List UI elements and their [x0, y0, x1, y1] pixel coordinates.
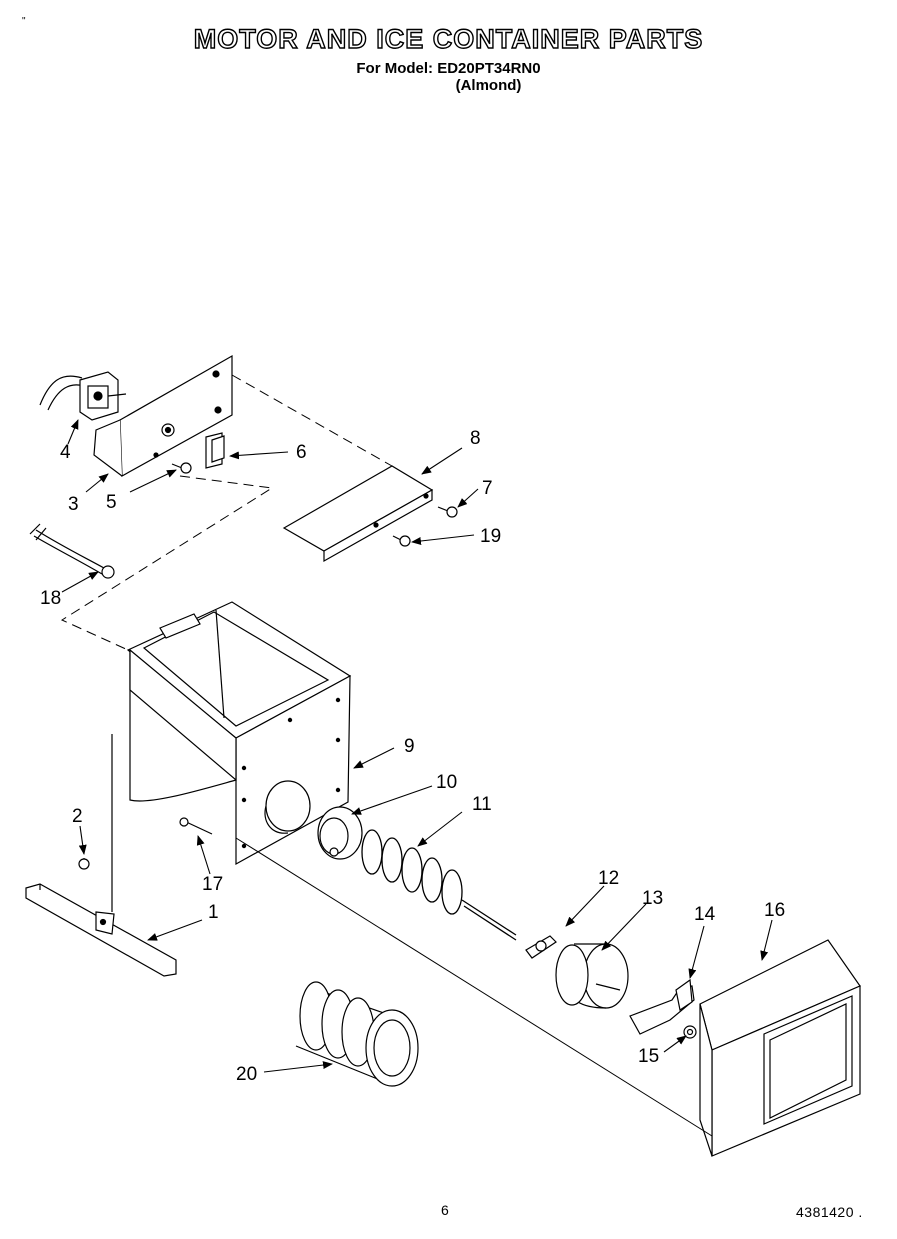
- model-info: For Model: ED20PT34RN0 (Almond): [0, 60, 897, 94]
- crusher-housing-part: [555, 943, 629, 1009]
- motor-bracket-part: [93, 354, 233, 477]
- corner-mark: ": [22, 16, 26, 27]
- container-support-part: [25, 734, 177, 977]
- callout-7: 7: [482, 478, 493, 499]
- model-number: For Model: ED20PT34RN0: [356, 60, 541, 77]
- document-number: 4381420 .: [796, 1204, 863, 1220]
- callout-labels: 4 3 5 6 8 7 19 18 9 10 11 2 17 1 12 13 1…: [40, 428, 785, 1085]
- motor-part: [39, 371, 127, 421]
- screw-17-part: [179, 817, 213, 835]
- callout-6: 6: [296, 442, 307, 463]
- callout-8: 8: [470, 428, 481, 449]
- callout-18: 18: [40, 588, 61, 609]
- callout-10: 10: [436, 772, 457, 793]
- blade-part: [525, 935, 557, 959]
- screw-5-part: [171, 462, 192, 474]
- callout-19: 19: [480, 526, 501, 547]
- guide-lines: [235, 837, 713, 1137]
- auger-spring-part: [361, 829, 517, 941]
- bearing-part: [317, 806, 363, 860]
- ice-container-part: [126, 601, 352, 866]
- callout-12: 12: [598, 868, 619, 889]
- front-cover-part: [699, 939, 861, 1157]
- cover-plate-part: [282, 465, 434, 563]
- clip-part: [205, 432, 225, 469]
- screw-2-part: [78, 858, 90, 870]
- callout-17: 17: [202, 874, 223, 895]
- bracket-14-part: [629, 978, 695, 1035]
- callout-1: 1: [208, 902, 219, 923]
- page-number: 6: [441, 1202, 449, 1218]
- leader-arrows: [61, 419, 773, 1073]
- nut-part: [683, 1025, 697, 1039]
- screw-7-part: [437, 506, 458, 518]
- alignment-lines: [60, 374, 393, 651]
- callout-3: 3: [68, 494, 79, 515]
- callout-9: 9: [404, 736, 415, 757]
- callout-20: 20: [236, 1064, 257, 1085]
- page-title: MOTOR AND ICE CONTAINER PARTS: [193, 23, 704, 54]
- callout-11: 11: [472, 794, 492, 815]
- screw-19-part: [392, 535, 411, 547]
- callout-2: 2: [72, 806, 83, 827]
- callout-14: 14: [694, 904, 716, 925]
- model-color: (Almond): [455, 77, 522, 94]
- cylinder-part: [295, 981, 419, 1087]
- callout-4: 4: [60, 442, 71, 463]
- callout-15: 15: [638, 1046, 659, 1067]
- callout-16: 16: [764, 900, 785, 921]
- callout-5: 5: [106, 492, 117, 513]
- wire-harness-part: [29, 523, 115, 579]
- callout-13: 13: [642, 888, 663, 909]
